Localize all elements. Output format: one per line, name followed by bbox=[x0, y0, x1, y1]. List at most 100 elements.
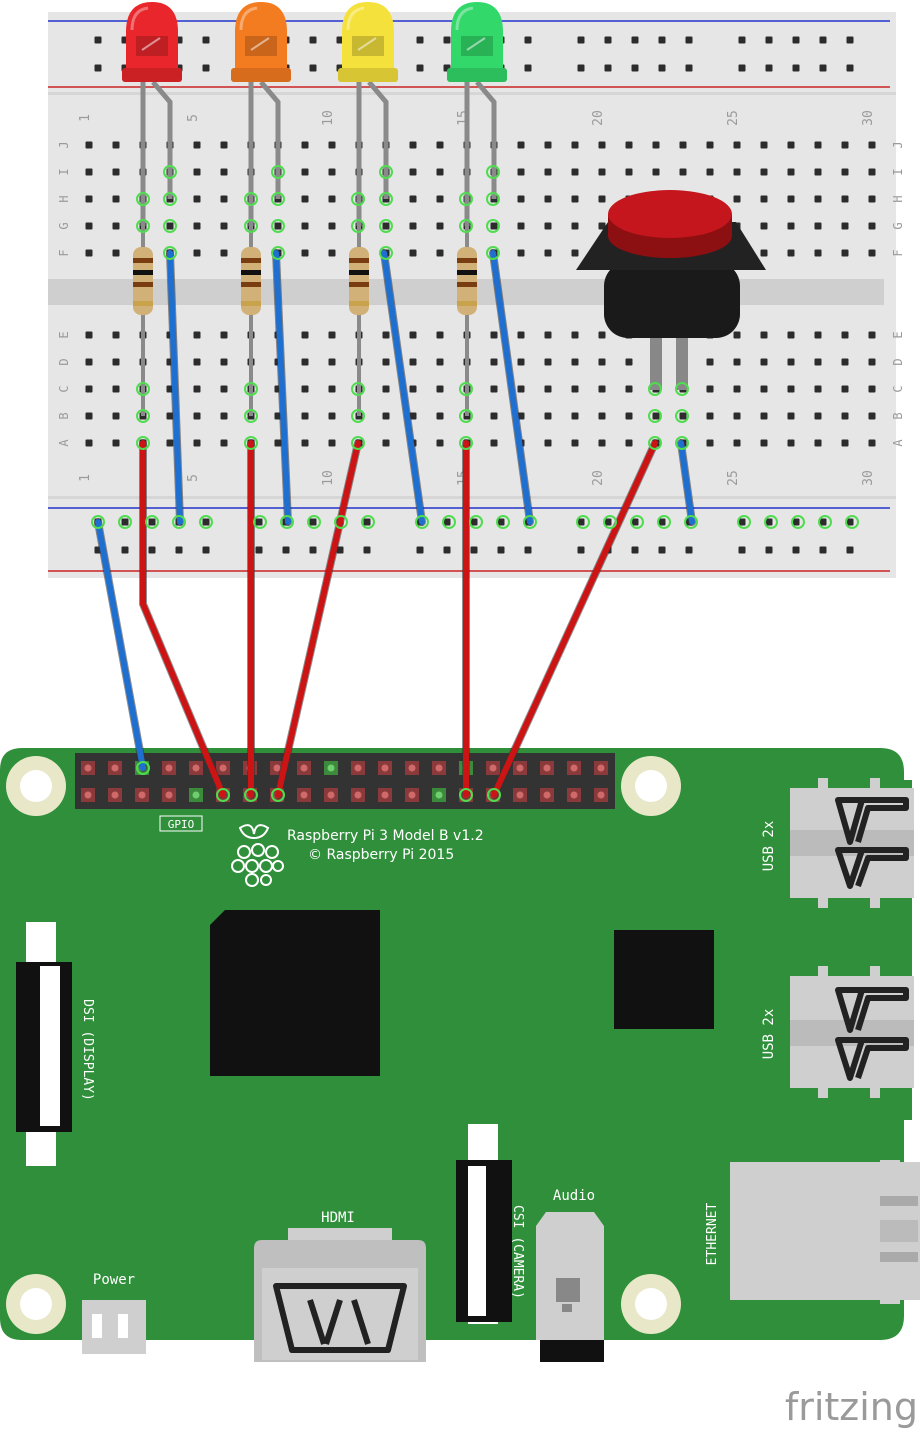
row-letter: F bbox=[891, 249, 905, 256]
breadboard-hole bbox=[301, 358, 309, 366]
connection-highlight bbox=[244, 219, 258, 233]
breadboard-hole bbox=[706, 358, 714, 366]
breadboard-hole bbox=[625, 412, 633, 420]
breadboard-hole bbox=[544, 222, 552, 230]
led-rim-shade bbox=[447, 68, 507, 82]
breadboard-hole bbox=[112, 412, 120, 420]
rail-hole bbox=[765, 36, 773, 44]
connection-highlight bbox=[675, 436, 689, 450]
breadboard-hole bbox=[625, 439, 633, 447]
breadboard-hole bbox=[706, 412, 714, 420]
breadboard-hole bbox=[625, 358, 633, 366]
breadboard-hole bbox=[166, 412, 174, 420]
breadboard-hole bbox=[193, 358, 201, 366]
connection-highlight bbox=[459, 192, 473, 206]
breadboard-hole bbox=[517, 222, 525, 230]
rail-hole bbox=[792, 36, 800, 44]
resistor-band bbox=[457, 301, 477, 306]
rail-hole bbox=[148, 518, 156, 526]
breadboard-hole bbox=[625, 141, 633, 149]
rail-hole bbox=[658, 36, 666, 44]
breadboard-hole bbox=[571, 195, 579, 203]
resistor-band bbox=[133, 270, 153, 275]
breadboard-hole bbox=[544, 439, 552, 447]
led-rim bbox=[447, 68, 507, 82]
gpio-pin-center bbox=[381, 764, 389, 772]
gpio-label-box bbox=[159, 815, 203, 832]
led-rim bbox=[122, 68, 182, 82]
connection-highlight bbox=[675, 382, 689, 396]
red-jumper-wire bbox=[491, 440, 658, 798]
breadboard-hole bbox=[85, 249, 93, 257]
raspberry-logo bbox=[231, 824, 284, 887]
audio-label: Audio bbox=[553, 1188, 595, 1204]
breadboard-hole bbox=[436, 331, 444, 339]
breadboard-hole bbox=[220, 385, 228, 393]
breadboard-hole bbox=[760, 249, 768, 257]
rail-hole bbox=[819, 64, 827, 72]
breadboard-hole bbox=[598, 195, 606, 203]
connection-highlight bbox=[379, 165, 393, 179]
rail-hole bbox=[792, 546, 800, 554]
gpio-pin-center bbox=[354, 764, 362, 772]
breadboard-hole bbox=[490, 331, 498, 339]
breadboard-hole bbox=[436, 195, 444, 203]
rail-hole bbox=[443, 518, 451, 526]
column-number-bottom: 5 bbox=[186, 474, 201, 482]
breadboard-hole bbox=[814, 358, 822, 366]
breadboard-hole bbox=[760, 385, 768, 393]
resistor-body bbox=[133, 247, 153, 315]
connection-highlight bbox=[271, 192, 285, 206]
resistor-body bbox=[457, 247, 477, 315]
breadboard-hole bbox=[571, 168, 579, 176]
breadboard-hole bbox=[733, 412, 741, 420]
breadboard-hole bbox=[868, 168, 876, 176]
rail-hole bbox=[604, 518, 612, 526]
breadboard-hole bbox=[112, 331, 120, 339]
blue-jumper-wire bbox=[381, 250, 425, 525]
usb-top-label: USB 2x bbox=[761, 821, 777, 872]
rail-hole bbox=[658, 546, 666, 554]
connection-highlight bbox=[379, 246, 393, 260]
connection-highlight bbox=[271, 246, 285, 260]
breadboard-hole bbox=[868, 222, 876, 230]
rail-hole bbox=[416, 64, 424, 72]
column-number-top: 30 bbox=[861, 110, 876, 126]
gpio-pin-center bbox=[543, 791, 551, 799]
breadboard-hole bbox=[328, 141, 336, 149]
breadboard-hole bbox=[841, 439, 849, 447]
connection-highlight bbox=[818, 515, 832, 529]
breadboard-hole bbox=[85, 412, 93, 420]
breadboard-hole bbox=[328, 412, 336, 420]
column-number-top: 5 bbox=[186, 114, 201, 122]
breadboard-hole bbox=[787, 141, 795, 149]
row-letter: G bbox=[891, 222, 905, 229]
breadboard-hole bbox=[868, 195, 876, 203]
connection-highlight bbox=[271, 165, 285, 179]
breadboard-hole bbox=[112, 249, 120, 257]
led-highlight bbox=[346, 6, 365, 31]
usb-port-bottom bbox=[790, 966, 914, 1098]
gpio-pin-center bbox=[84, 791, 92, 799]
gpio-pin-center bbox=[327, 791, 335, 799]
breadboard-hole bbox=[328, 331, 336, 339]
connection-highlight bbox=[576, 515, 590, 529]
connection-highlight bbox=[244, 382, 258, 396]
breadboard-hole bbox=[544, 141, 552, 149]
rail-hole bbox=[765, 546, 773, 554]
resistor-band bbox=[457, 282, 477, 287]
connection-highlight bbox=[163, 165, 177, 179]
connection-highlight bbox=[523, 515, 537, 529]
connection-highlight bbox=[244, 788, 258, 802]
breadboard-hole bbox=[85, 195, 93, 203]
led-rim-shade bbox=[338, 68, 398, 82]
rail-hole bbox=[577, 36, 585, 44]
connection-highlight bbox=[379, 219, 393, 233]
breadboard-hole bbox=[706, 141, 714, 149]
breadboard-hole bbox=[301, 249, 309, 257]
rail-hole bbox=[202, 546, 210, 554]
connection-highlight bbox=[136, 192, 150, 206]
breadboard-hole bbox=[85, 358, 93, 366]
